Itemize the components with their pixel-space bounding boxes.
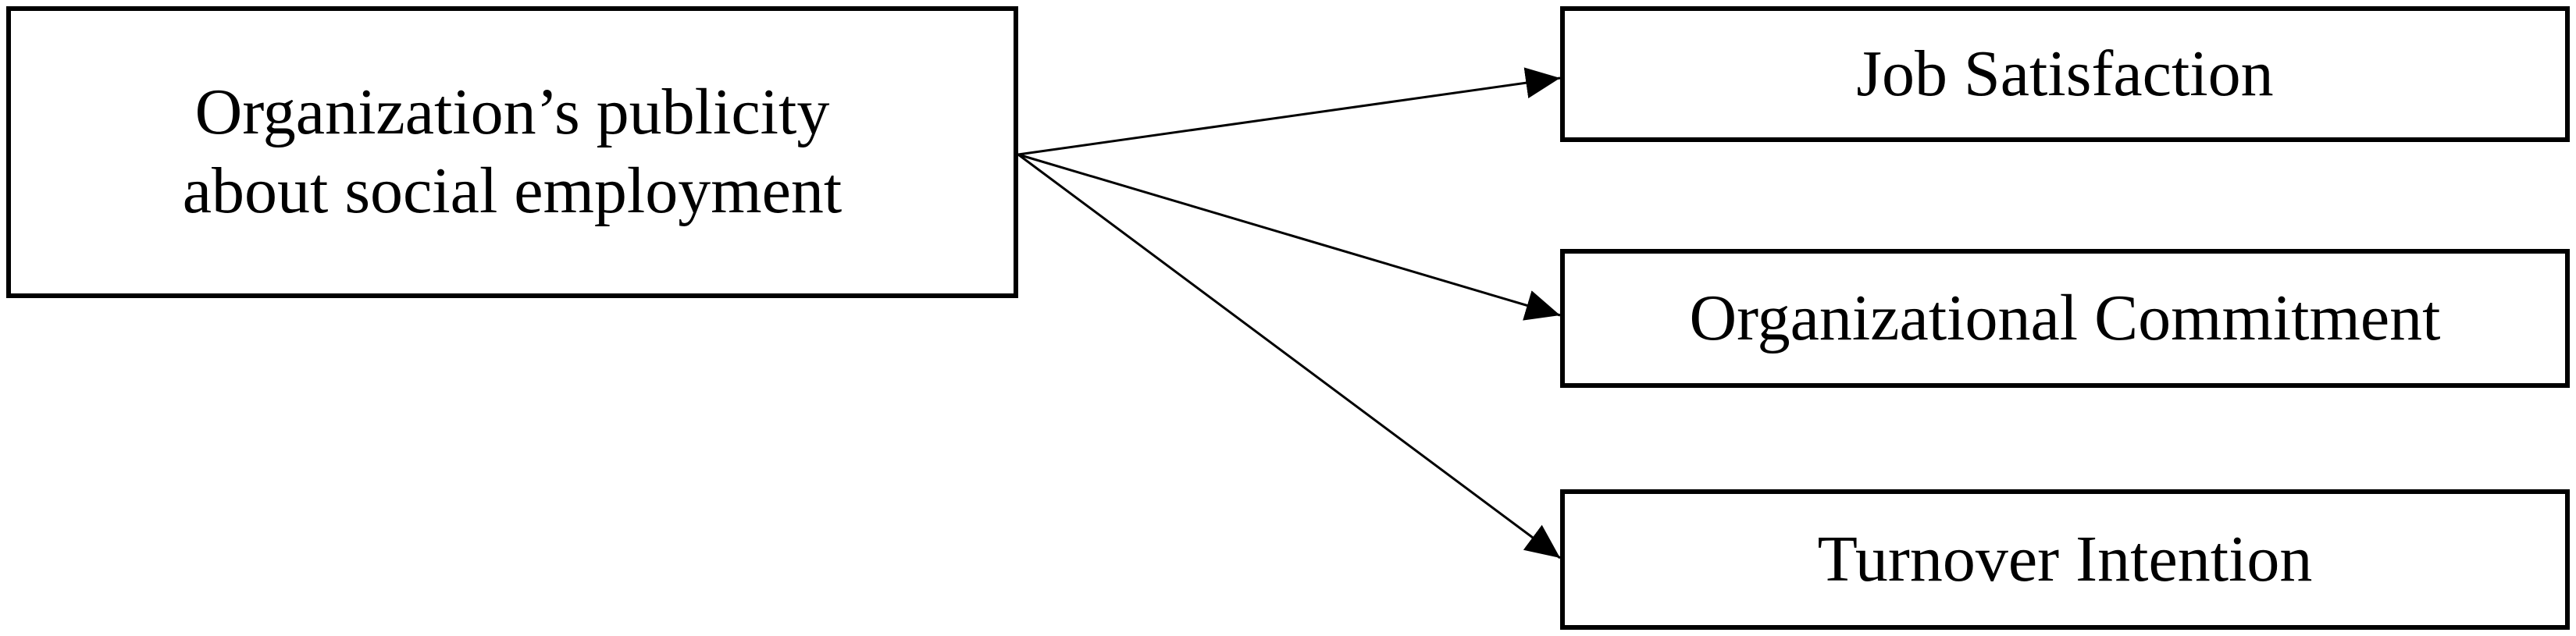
target-label-job-satisfaction: Job Satisfaction xyxy=(1856,37,2274,110)
target-node-turnover-intention: Turnover Intention xyxy=(1560,489,2570,630)
target-label-turnover-intention: Turnover Intention xyxy=(1817,522,2313,595)
target-node-job-satisfaction: Job Satisfaction xyxy=(1560,6,2570,142)
source-label-line2: about social employment xyxy=(182,155,843,227)
arrow-to-job-satisfaction xyxy=(1017,67,1561,156)
arrow-to-organizational-commitment xyxy=(1017,153,1561,321)
source-node: Organization’s publicity about social em… xyxy=(6,6,1018,298)
arrow-to-turnover-intention xyxy=(1017,153,1561,560)
target-node-organizational-commitment: Organizational Commitment xyxy=(1560,249,2570,388)
target-label-organizational-commitment: Organizational Commitment xyxy=(1689,281,2441,354)
source-label-line1: Organization’s publicity xyxy=(194,76,830,149)
